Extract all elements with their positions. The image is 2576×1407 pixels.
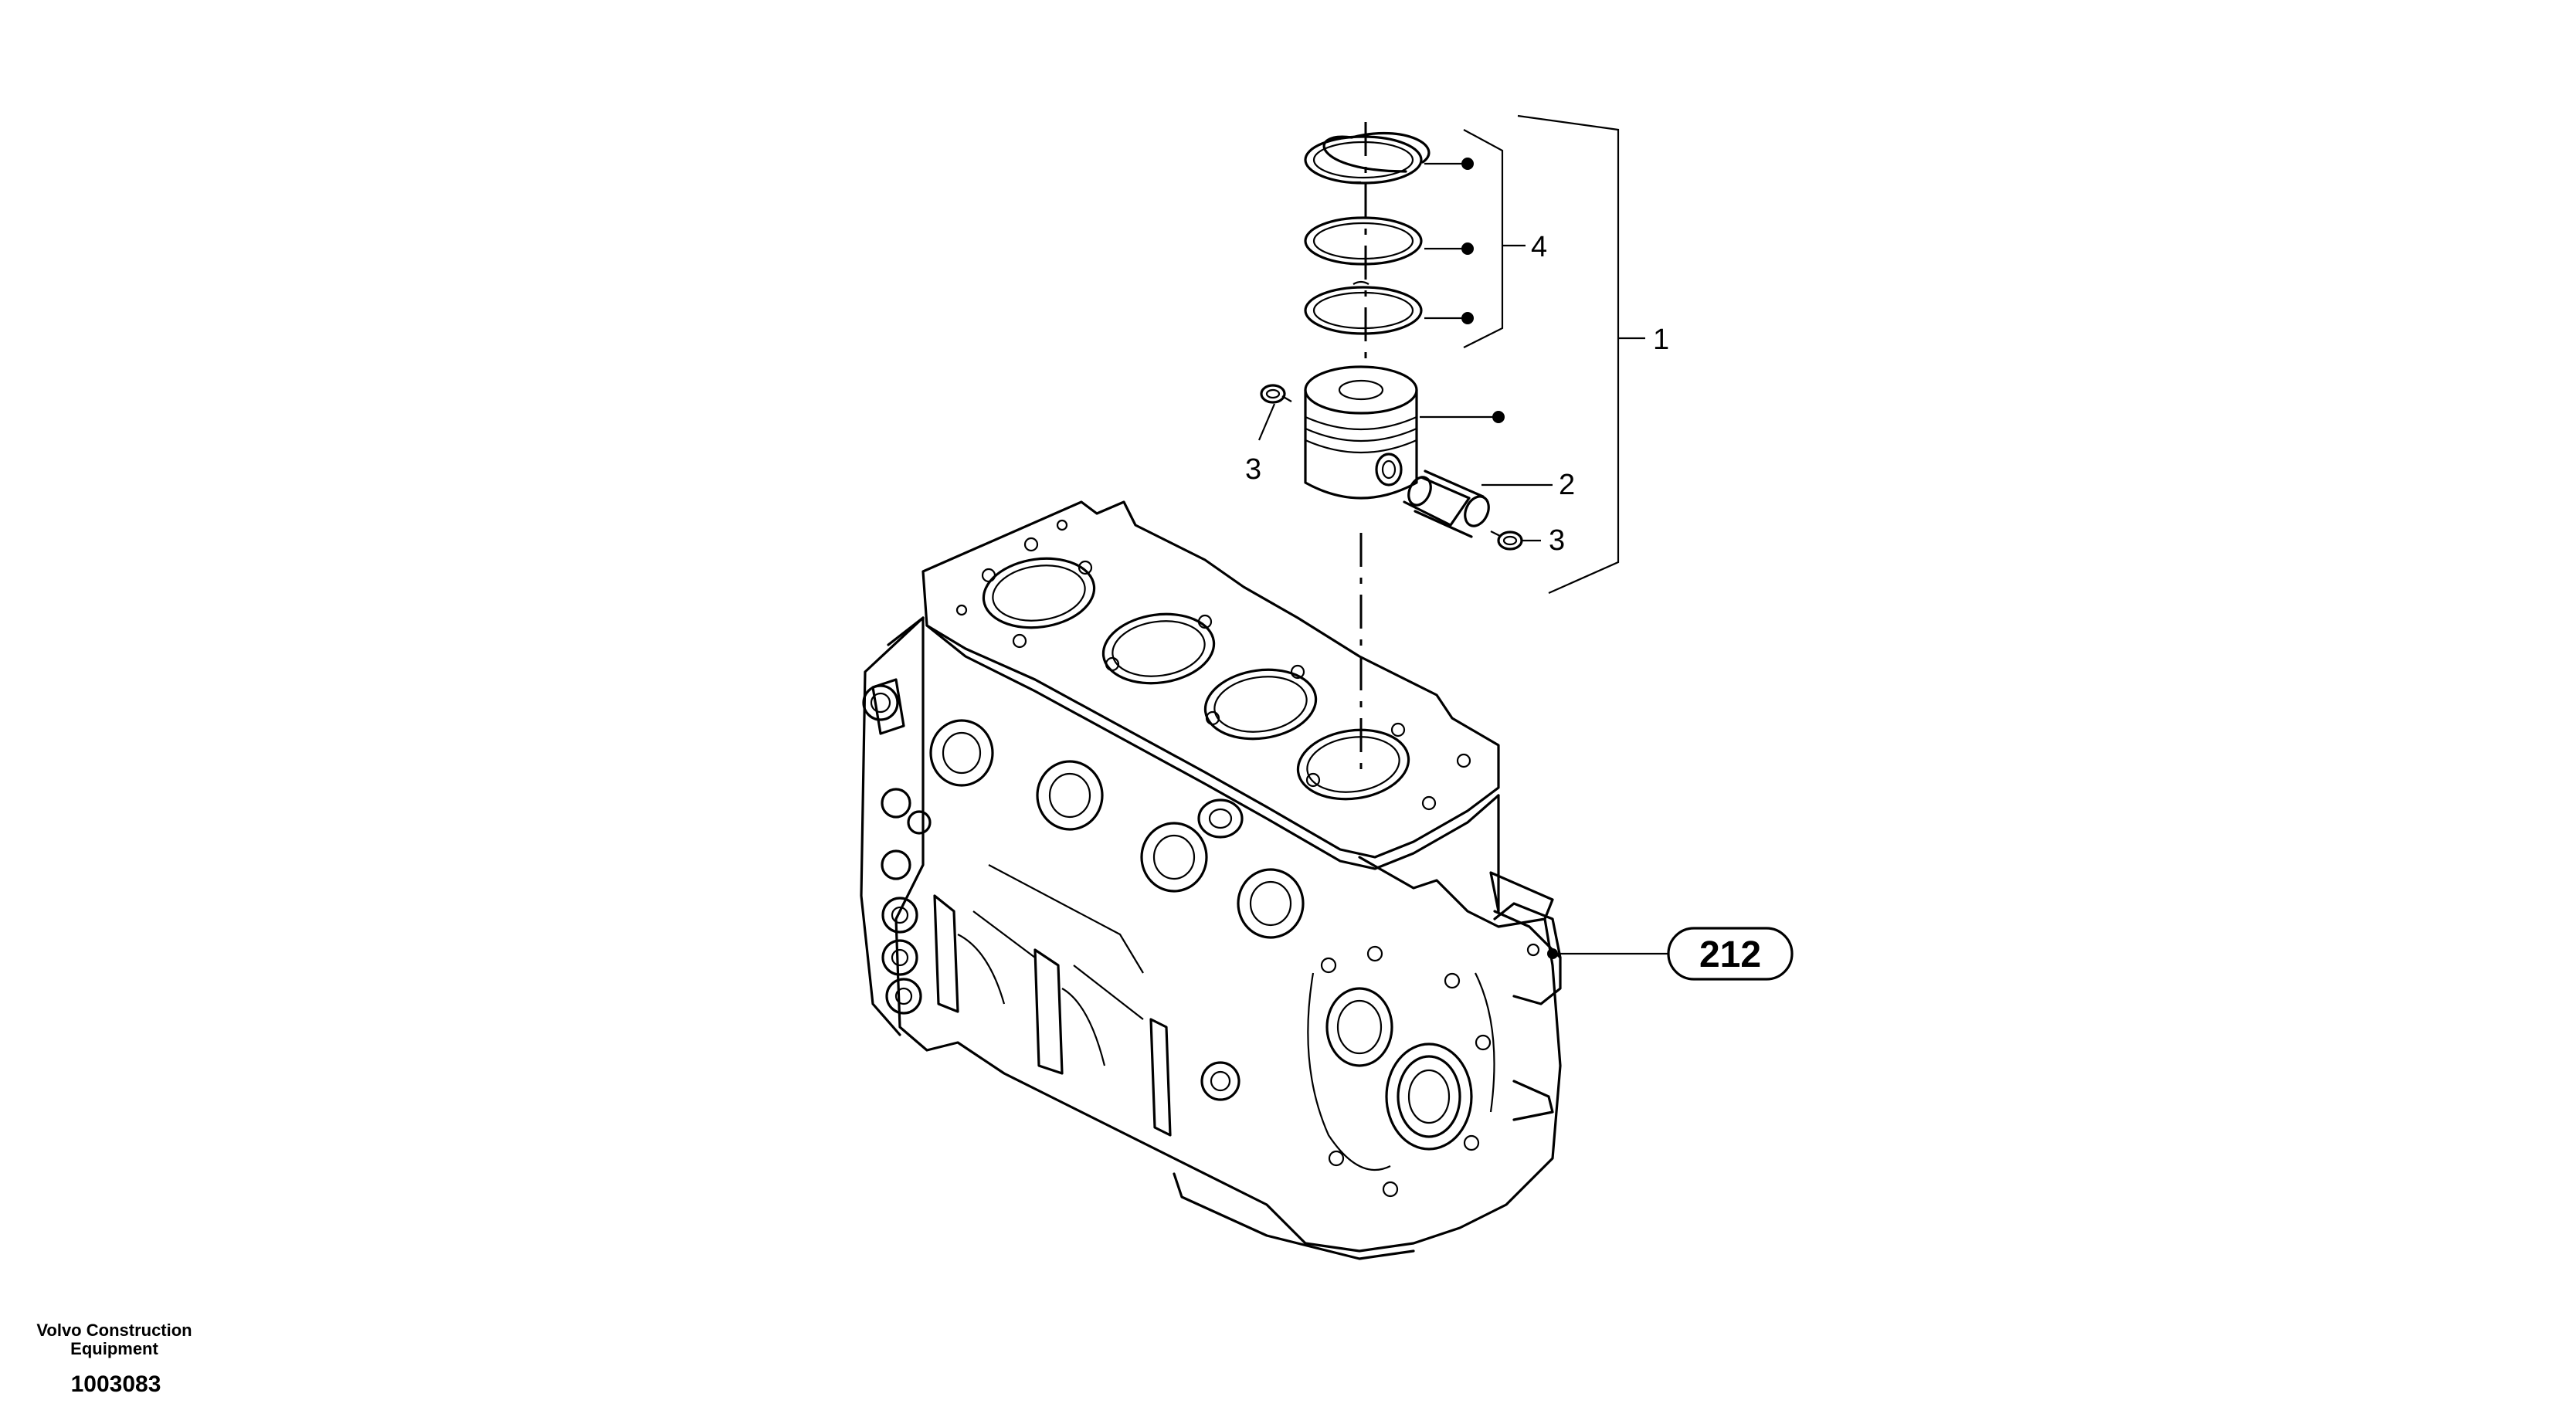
bullet-marker-piston [1492,411,1505,423]
callout-assembly: 1 [1653,324,1669,356]
front-face-details [1200,945,1495,1198]
reference-badge[interactable]: 212 [1547,927,1794,981]
reference-badge-label: 212 [1699,934,1761,975]
bullet-marker-ring-middle [1461,242,1474,255]
callout-circlip-right: 3 [1549,524,1565,557]
footer-company-line2: Equipment [70,1339,158,1358]
callout-circlip-left: 3 [1245,453,1261,486]
rings-bracket [1463,129,1504,348]
piston-ring-top [1304,131,1431,185]
piston-pin [1403,470,1490,538]
cylinder-block [860,500,1562,1260]
callout-rings: 4 [1531,231,1547,263]
assembly-bracket [1517,114,1620,595]
bullet-marker-ring-top [1461,158,1474,170]
left-bosses [881,788,932,1015]
cylinder-bore-4 [1296,728,1410,801]
piston-ring-middle [1304,216,1423,266]
side-ports [929,719,1305,939]
circlip-right [1490,531,1523,551]
cylinder-bore-2 [1101,612,1216,685]
figure-number: 1003083 [71,1371,161,1397]
circlip-left [1260,384,1292,404]
side-bracket [1493,902,1562,1121]
piston [1304,365,1418,500]
cylinder-bore-1 [982,557,1096,629]
footer-company-line1: Volvo Construction [36,1321,192,1340]
piston-ring-oil [1304,280,1423,335]
crankcase-webs [933,864,1172,1137]
bullet-marker-ring-oil [1461,312,1474,324]
footer: Volvo Construction Equipment 1003083 [36,1321,192,1397]
head-bolt-holes [955,519,1471,811]
callout-pin: 2 [1559,469,1575,501]
cylinder-bore-3 [1203,668,1318,741]
callout-leaders [1257,114,1645,595]
